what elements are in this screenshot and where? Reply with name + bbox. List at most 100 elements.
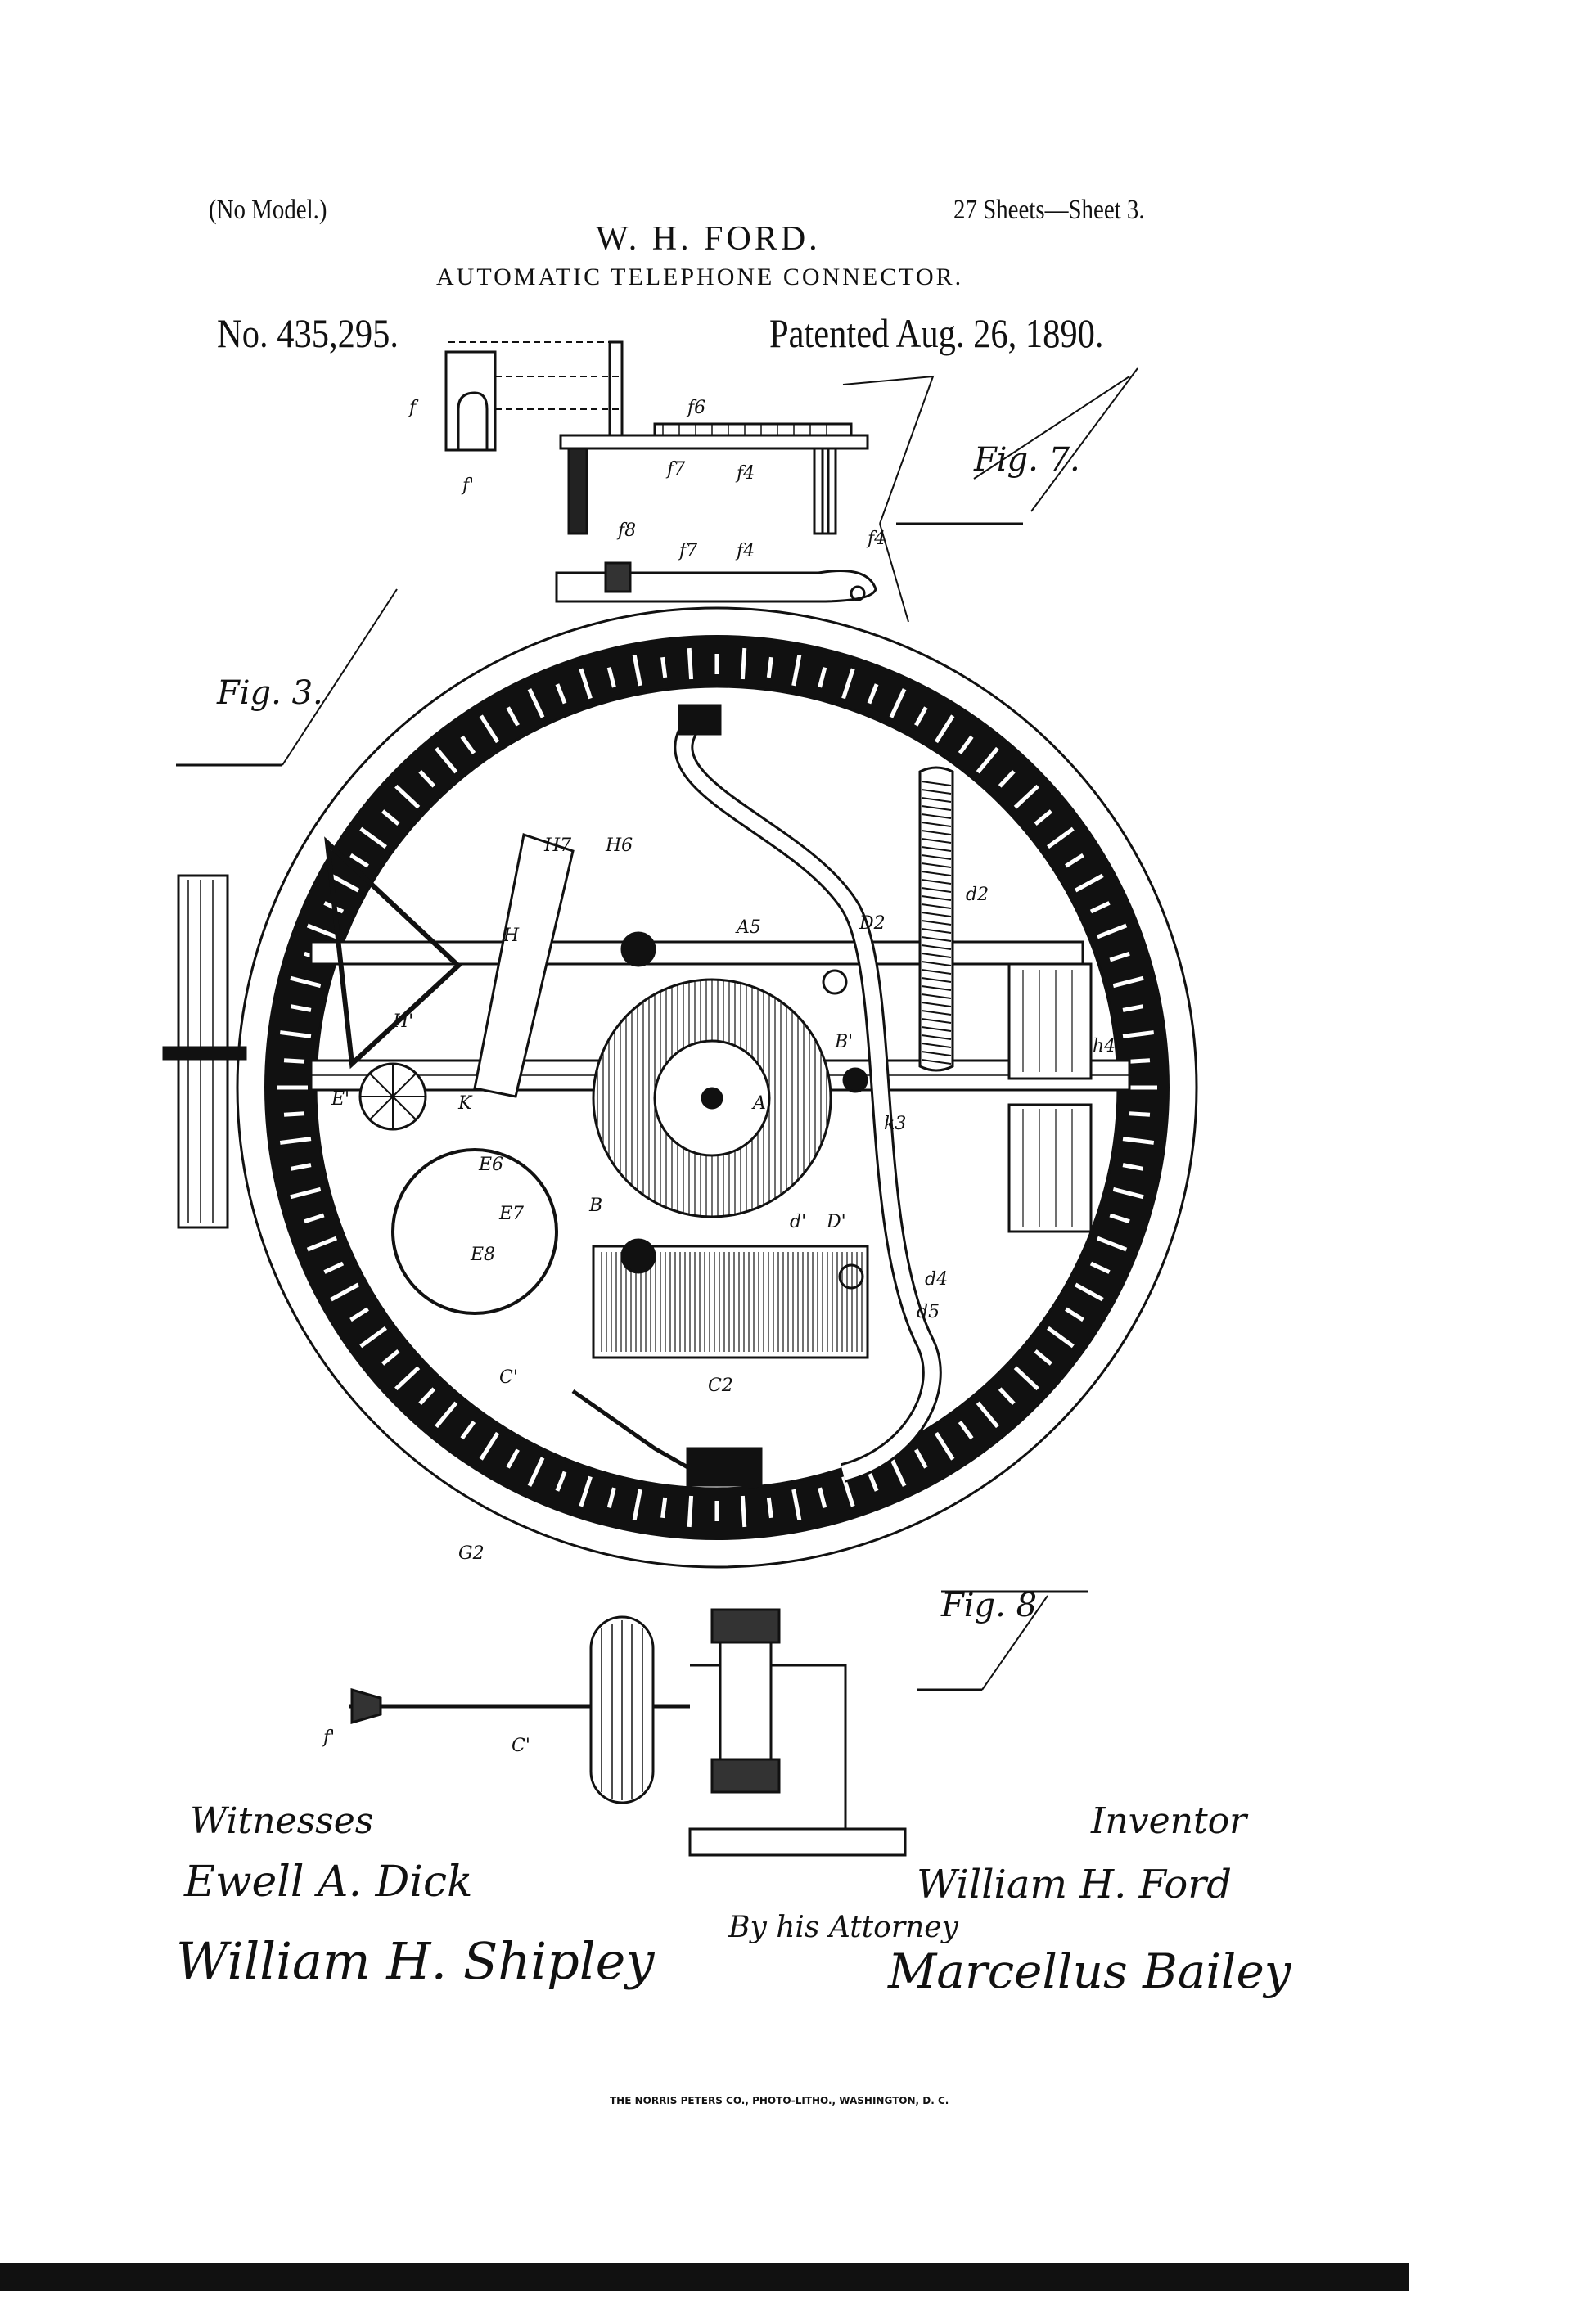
- dial-tick: [290, 975, 322, 989]
- dial-tick: [506, 706, 520, 727]
- dial-tick: [1065, 1307, 1084, 1322]
- dial-tick: [1129, 1058, 1151, 1064]
- mechanism: [162, 704, 1131, 1487]
- reference-label: h4: [1093, 1036, 1116, 1056]
- dial-tick: [1122, 1004, 1144, 1012]
- dial-tick: [1096, 923, 1128, 939]
- dial-tick: [1112, 975, 1144, 989]
- dial-tick: [381, 809, 400, 826]
- dial-tick: [841, 1475, 855, 1507]
- dial-tick: [1122, 1163, 1144, 1171]
- dial-tick: [290, 1187, 322, 1200]
- reference-label: f4: [866, 529, 886, 549]
- dial-tick: [914, 706, 928, 727]
- witness-2-signature: William H. Shipley: [176, 1931, 655, 1991]
- figure-8-label: Fig. 8: [940, 1587, 1037, 1624]
- dial-tick: [394, 784, 421, 809]
- dial-tick: [1047, 1326, 1075, 1349]
- reference-label: A: [751, 1093, 766, 1114]
- dial-tick: [460, 1421, 476, 1440]
- reference-label: f4: [735, 541, 755, 561]
- dial-tick: [934, 1431, 955, 1461]
- dial-tick: [283, 1111, 305, 1117]
- dial-tick: [1074, 1282, 1104, 1302]
- dial-tick: [330, 873, 360, 893]
- reference-label: d2: [966, 885, 989, 905]
- reference-label: H': [392, 1011, 413, 1032]
- dial-tick: [1013, 1366, 1039, 1391]
- dial-tick: [1122, 1030, 1155, 1038]
- dial-tick: [460, 735, 476, 754]
- dial-tick: [1096, 1236, 1128, 1252]
- reference-label: f': [322, 1727, 335, 1748]
- dial-tick: [555, 683, 567, 705]
- printer-credit: THE NORRIS PETERS CO., PHOTO-LITHO., WAS…: [610, 2095, 949, 2106]
- dial-tick: [555, 1471, 567, 1492]
- dial-tick: [306, 1236, 338, 1252]
- reference-label: A5: [735, 917, 761, 938]
- dial-tick: [435, 1401, 458, 1429]
- dial-tick: [304, 1213, 325, 1224]
- dial-tick: [435, 746, 458, 774]
- dial-tick: [1089, 1261, 1111, 1274]
- dial-tick: [687, 647, 694, 680]
- dial-tick: [306, 923, 338, 939]
- reference-label: f: [408, 398, 419, 418]
- reference-label: D2: [859, 913, 886, 934]
- reference-label: H6: [605, 835, 633, 856]
- dial-tick: [791, 1489, 802, 1520]
- dial-tick: [1112, 1187, 1144, 1200]
- dial-tick: [506, 1448, 520, 1469]
- patent-date: Patented Aug. 26, 1890.: [769, 310, 1104, 356]
- dial-tick: [660, 1497, 668, 1519]
- dial-tick: [330, 1282, 360, 1302]
- dial-tick: [1034, 809, 1052, 826]
- patent-number: No. 435,295.: [217, 310, 399, 356]
- reference-label: C': [512, 1736, 530, 1756]
- dial-tick: [914, 1448, 928, 1469]
- reference-label: d5: [917, 1302, 940, 1322]
- reference-label: H: [503, 926, 520, 946]
- figure-7: [444, 340, 1138, 623]
- figure-7-label: Fig. 7.: [973, 441, 1080, 479]
- dial-tick: [867, 1471, 879, 1492]
- reference-label: d4: [925, 1269, 948, 1290]
- figure-8: [349, 1590, 1088, 1857]
- reference-label: f8: [616, 520, 636, 541]
- dial-tick: [740, 647, 747, 680]
- dial-tick: [579, 1475, 593, 1507]
- dial-tick: [1074, 873, 1104, 893]
- dial-tick: [359, 826, 387, 849]
- patent-title: AUTOMATIC TELEPHONE CONNECTOR.: [436, 263, 964, 290]
- dial-tick: [1013, 784, 1039, 809]
- dial-tick: [889, 688, 907, 718]
- dial-tick: [290, 1004, 312, 1012]
- dial-tick: [418, 1387, 436, 1406]
- dial-tick: [958, 735, 974, 754]
- dial-tick: [418, 769, 436, 788]
- reference-label: E': [331, 1089, 349, 1110]
- witness-1-signature: Ewell A. Dick: [184, 1858, 473, 1907]
- attorney-signature: Marcellus Bailey: [888, 1943, 1291, 1999]
- reference-label: H7: [543, 835, 571, 856]
- inventor-name: W. H. FORD.: [596, 220, 821, 258]
- dial-tick: [976, 746, 999, 774]
- dial-tick: [283, 1058, 305, 1064]
- reference-label: D': [826, 1212, 846, 1232]
- reference-label: E6: [478, 1155, 503, 1175]
- reference-label: B': [834, 1032, 853, 1052]
- dial-tick: [791, 655, 802, 687]
- dial-tick: [479, 714, 500, 744]
- reference-label: E7: [498, 1204, 524, 1224]
- dial-tick: [889, 1457, 907, 1487]
- reference-label: f4: [735, 463, 755, 484]
- dial-tick: [867, 683, 879, 705]
- reference-label: B: [588, 1196, 602, 1216]
- dial-tick: [579, 668, 593, 700]
- dial-tick: [841, 668, 855, 700]
- dial-tick: [290, 1163, 312, 1171]
- dial-tick: [976, 1401, 999, 1429]
- dial-tick: [1129, 1111, 1151, 1117]
